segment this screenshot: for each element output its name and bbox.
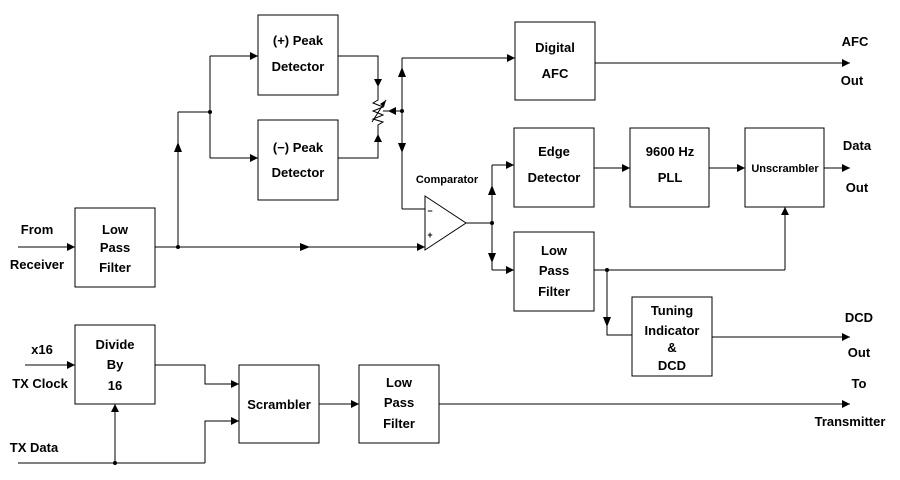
comparator-label: Comparator: [416, 174, 479, 186]
tuning-indicator-dcd-block: Tuning Indicator & DCD: [631, 296, 713, 377]
svg-text:Low: Low: [102, 222, 129, 237]
svg-text:Digital: Digital: [535, 40, 575, 55]
svg-text:Tuning: Tuning: [651, 303, 693, 318]
svg-text:(+) Peak: (+) Peak: [273, 33, 324, 48]
svg-text:Detector: Detector: [528, 170, 581, 185]
positive-peak-detector-block: (+) Peak Detector: [257, 14, 339, 96]
svg-text:Scrambler: Scrambler: [247, 397, 311, 412]
negative-peak-detector-block: (−) Peak Detector: [257, 119, 339, 201]
edge-detector-block: Edge Detector: [513, 127, 595, 208]
data-low-pass-filter-block: Low Pass Filter: [513, 231, 595, 312]
digital-afc-block: Digital AFC: [514, 21, 596, 101]
svg-text:Divide: Divide: [95, 337, 134, 352]
svg-text:Detector: Detector: [272, 165, 325, 180]
pll-block: 9600 Hz PLL: [629, 127, 710, 208]
svg-text:Filter: Filter: [538, 284, 570, 299]
svg-text:Edge: Edge: [538, 144, 570, 159]
input-tx-clock-label: TX Clock: [12, 376, 68, 391]
svg-text:Low: Low: [541, 243, 568, 258]
input-x16-label: x16: [31, 342, 53, 357]
svg-text:−: −: [427, 206, 432, 216]
input-tx-data-label: TX Data: [10, 440, 59, 455]
output-to-label: To: [852, 376, 867, 391]
potentiometer: [371, 95, 387, 130]
svg-text:Pass: Pass: [384, 395, 414, 410]
svg-text:Pass: Pass: [539, 263, 569, 278]
wires: [18, 52, 850, 465]
scrambler-block: Scrambler: [238, 364, 320, 444]
input-from-label: From: [21, 222, 54, 237]
svg-text:Unscrambler: Unscrambler: [751, 163, 819, 175]
output-dcd-out-label: Out: [848, 345, 871, 360]
svg-text:Filter: Filter: [99, 260, 131, 275]
svg-text:Indicator: Indicator: [645, 323, 700, 338]
svg-text:Low: Low: [386, 375, 413, 390]
svg-text:Detector: Detector: [272, 59, 325, 74]
svg-text:By: By: [107, 357, 124, 372]
output-afc-out-label: Out: [841, 73, 864, 88]
svg-text:16: 16: [108, 378, 122, 393]
svg-text:Filter: Filter: [383, 416, 415, 431]
svg-text:9600 Hz: 9600 Hz: [646, 144, 695, 159]
output-afc-label: AFC: [842, 34, 869, 49]
output-dcd-label: DCD: [845, 310, 873, 325]
unscrambler-block: Unscrambler: [744, 127, 825, 208]
svg-text:&: &: [667, 340, 676, 355]
svg-text:+: +: [427, 230, 432, 240]
output-transmitter-label: Transmitter: [815, 414, 886, 429]
rx-low-pass-filter-block: Low Pass Filter: [74, 207, 156, 288]
tx-low-pass-filter-block: Low Pass Filter: [358, 364, 440, 444]
svg-text:DCD: DCD: [658, 358, 686, 373]
output-data-out-label: Out: [846, 180, 869, 195]
comparator: − + Comparator: [416, 174, 479, 251]
svg-text:AFC: AFC: [542, 66, 569, 81]
divide-by-16-block: Divide By 16: [74, 324, 156, 405]
output-data-label: Data: [843, 138, 872, 153]
svg-text:(−) Peak: (−) Peak: [273, 140, 324, 155]
svg-text:PLL: PLL: [658, 170, 683, 185]
svg-text:Pass: Pass: [100, 240, 130, 255]
input-receiver-label: Receiver: [10, 257, 64, 272]
